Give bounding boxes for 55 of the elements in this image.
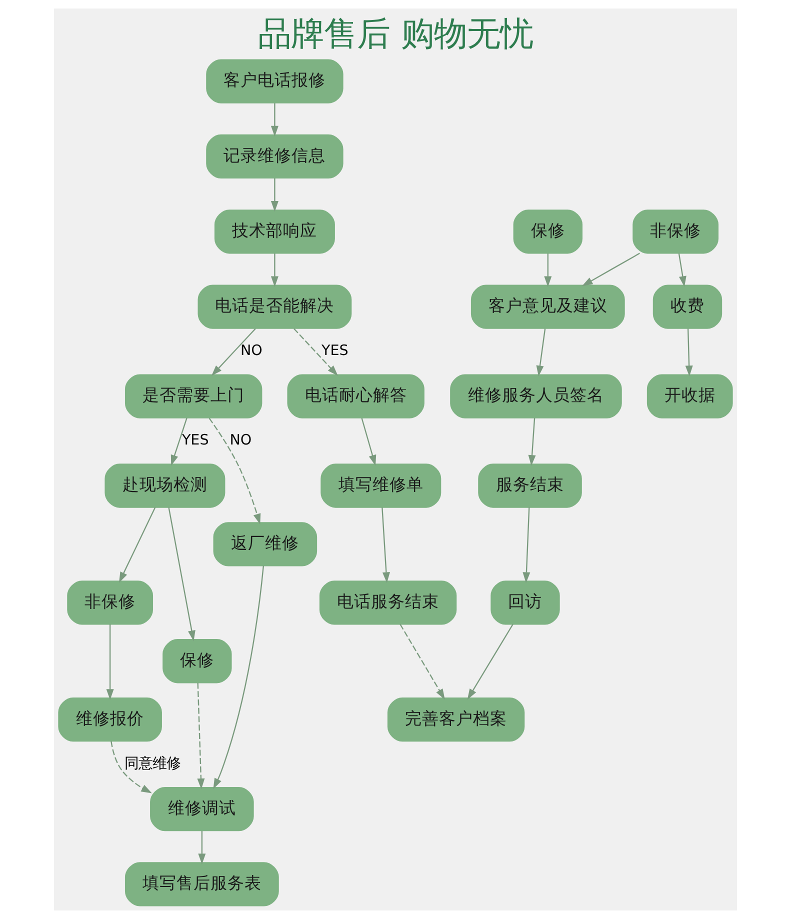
edge-label: NO (229, 432, 252, 449)
arrow (212, 566, 264, 790)
node-box: 收费 (652, 284, 722, 329)
arrow (208, 418, 260, 524)
node-box: 客户意见及建议 (470, 284, 624, 329)
arrow (528, 418, 536, 466)
node-box: 回访 (490, 580, 560, 625)
node-box: 填写售后服务表 (124, 862, 278, 906)
arrow (399, 624, 444, 700)
node-box: 非保修 (66, 580, 153, 625)
node-box: 客户电话报修 (206, 59, 343, 104)
node-box: 开收据 (646, 374, 732, 418)
arrow (360, 418, 376, 466)
arrow (536, 328, 546, 376)
arrow (270, 103, 278, 137)
arrow (270, 178, 278, 212)
node-box: 完善客户档案 (386, 698, 524, 742)
node-box: 维修报价 (58, 698, 162, 742)
arrow (466, 624, 513, 700)
arrow (198, 830, 206, 864)
arrow (544, 254, 552, 287)
arrow (196, 682, 204, 790)
node-box: 维修调试 (150, 786, 254, 832)
node-box: 是否需要上门 (124, 374, 262, 418)
node-box: 保修 (512, 210, 582, 254)
arrow (293, 328, 338, 376)
node-box: 电话耐心解答 (286, 374, 424, 418)
edge-label: 同意维修 (124, 756, 180, 772)
node-box: 返厂维修 (212, 522, 317, 566)
edge-label: YES (321, 343, 348, 360)
edge-label: NO (240, 343, 262, 360)
node-box: 保修 (162, 639, 232, 684)
arrow (522, 507, 530, 583)
arrow (170, 418, 187, 466)
arrow (168, 507, 195, 642)
arrow (678, 253, 686, 287)
arrow (106, 624, 114, 700)
node-box: 维修服务人员签名 (450, 374, 622, 418)
arrow (684, 328, 692, 376)
diagram-title: 品牌售后 购物无忧 (258, 14, 532, 53)
node-box: 记录维修信息 (206, 134, 343, 179)
node-box: 技术部响应 (214, 210, 334, 254)
node-box: 电话是否能解决 (197, 284, 352, 329)
arrow (581, 252, 640, 286)
node-box: 非保修 (632, 210, 718, 254)
node-box: 电话服务结束 (318, 580, 456, 625)
arrow (381, 507, 390, 583)
arrow (118, 507, 156, 583)
arrow (270, 254, 278, 287)
node-box: 服务结束 (478, 464, 582, 508)
edge-label: YES (181, 432, 208, 449)
node-box: 赴现场检测 (104, 464, 225, 508)
node-box: 填写维修单 (320, 464, 441, 508)
arrow (110, 741, 152, 794)
arrow (210, 328, 256, 376)
